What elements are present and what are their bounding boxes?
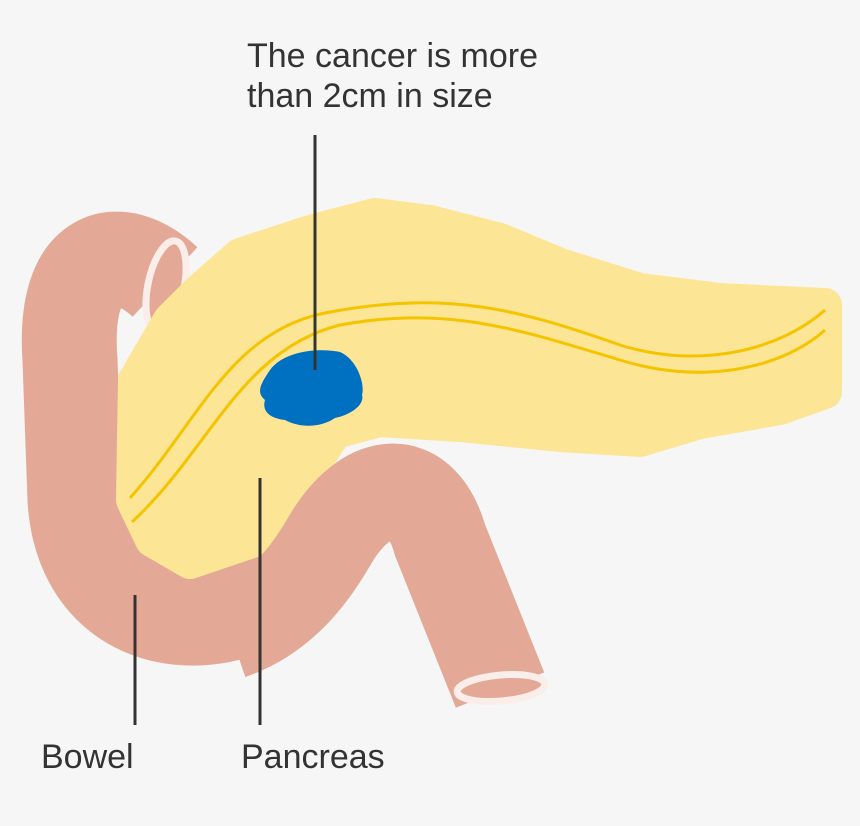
cancer-label-line2: than 2cm in size [247, 77, 493, 115]
cancer-label: The cancer is more than 2cm in size [247, 36, 538, 116]
pancreatic-duct-lower [130, 316, 826, 524]
bowel-label: Bowel [41, 738, 134, 776]
pancreas-label: Pancreas [241, 738, 385, 776]
bowel-front [212, 443, 549, 708]
tumor [260, 350, 363, 426]
pancreatic-duct-upper [128, 301, 826, 500]
bowel-bottom-opening [453, 670, 549, 706]
pancreas [116, 198, 842, 579]
cancer-label-line1: The cancer is more [247, 37, 538, 75]
